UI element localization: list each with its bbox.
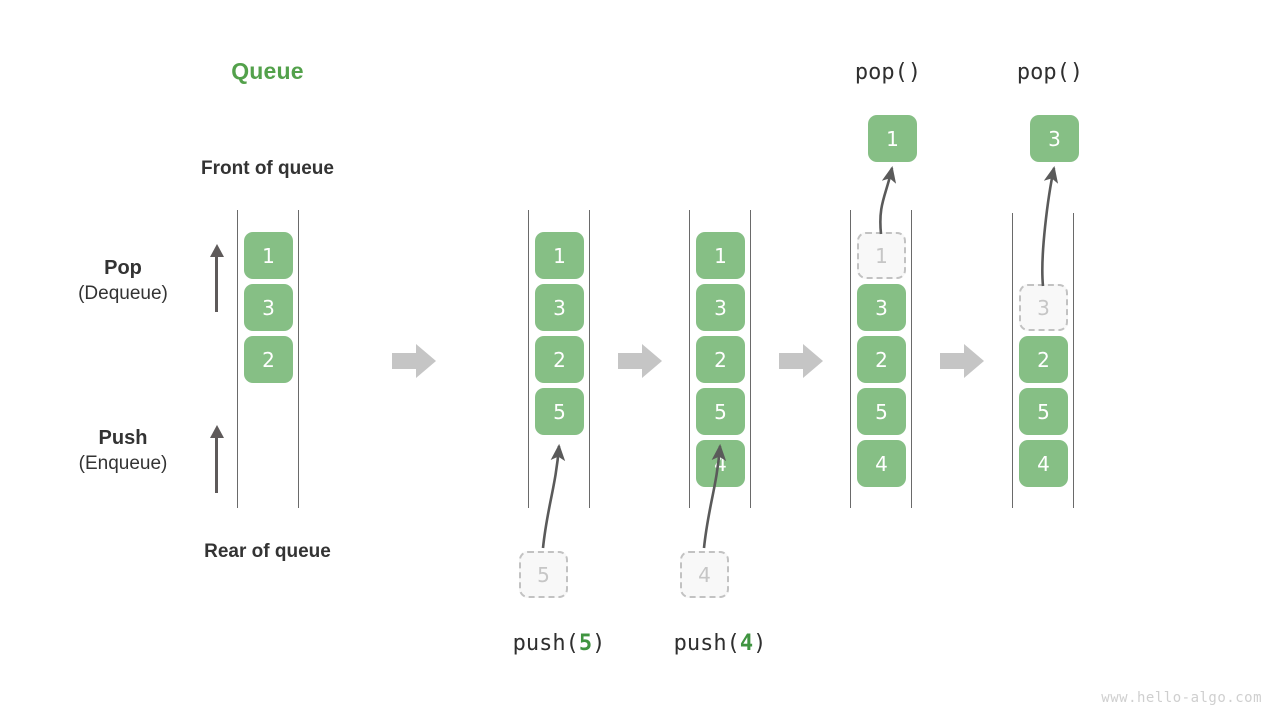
arrow-bar: [940, 353, 965, 369]
track-right-rail: [588, 210, 590, 508]
queue-cell: 5: [1019, 388, 1068, 435]
queue-track-pop-3: [1012, 213, 1074, 508]
push-label-primary: Push: [98, 427, 148, 449]
arrow-tip: [964, 344, 984, 378]
track-left-rail: [689, 210, 691, 508]
arrow-tip: [641, 344, 662, 378]
operation-caption-pop-3: pop(): [1016, 60, 1084, 85]
track-right-rail: [297, 210, 299, 508]
op-value: 4: [739, 631, 754, 656]
operation-caption-pop-1: pop(): [854, 60, 922, 85]
rear-of-queue-label: Rear of queue: [204, 541, 331, 562]
transition-arrow-icon: [617, 344, 662, 378]
op-prefix: push(: [673, 631, 740, 656]
arrow-shaft: [215, 254, 218, 312]
arrow-bar: [617, 353, 643, 369]
queue-cell: 3: [244, 284, 293, 331]
queue-cell: 5: [696, 388, 745, 435]
operation-label-push-4: push(4): [620, 631, 820, 656]
queue-cell: 2: [535, 336, 584, 383]
queue-track-push-5: [528, 210, 590, 508]
op-suffix: ): [753, 631, 767, 656]
watermark: www.hello-algo.com: [1101, 690, 1262, 706]
queue-cell: 5: [857, 388, 906, 435]
queue-track-push-4: [689, 210, 751, 508]
queue-cell: 4: [696, 440, 745, 487]
queue-cell: 2: [857, 336, 906, 383]
queue-track-initial: [237, 210, 299, 508]
arrow-tip: [415, 344, 436, 378]
arrow-tip: [802, 344, 823, 378]
queue-cell: 4: [857, 440, 906, 487]
queue-cell: 3: [1019, 284, 1068, 331]
operation-label-push-5: push(5): [459, 631, 659, 656]
queue-cell: 2: [1019, 336, 1068, 383]
popped-element: 1: [868, 115, 917, 162]
queue-cell: 1: [244, 232, 293, 279]
popped-element: 3: [1030, 115, 1079, 162]
pop-label-secondary: (Dequeue): [78, 283, 168, 305]
transition-arrow-icon: [391, 344, 436, 378]
queue-cell: 5: [535, 388, 584, 435]
push-operation-label: Push (Enqueue): [28, 425, 218, 476]
transition-arrow-icon: [940, 344, 984, 378]
queue-cell: 3: [535, 284, 584, 331]
pop-label-primary: Pop: [104, 257, 142, 279]
op-value: 5: [578, 631, 593, 656]
incoming-element-placeholder: 5: [519, 551, 568, 598]
queue-cell: 2: [244, 336, 293, 383]
arrow-shaft: [215, 435, 218, 493]
incoming-element-placeholder: 4: [680, 551, 729, 598]
transition-arrow-icon: [778, 344, 823, 378]
track-left-rail: [237, 210, 239, 508]
queue-cell: 3: [857, 284, 906, 331]
arrow-head: [210, 244, 224, 257]
op-prefix: push(: [512, 631, 579, 656]
page-title: Queue: [231, 58, 304, 84]
track-right-rail: [1072, 213, 1074, 508]
track-left-rail: [1012, 213, 1014, 508]
front-of-queue-label: Front of queue: [201, 158, 334, 179]
track-right-rail: [749, 210, 751, 508]
queue-cell: 1: [696, 232, 745, 279]
arrow-head: [210, 425, 224, 438]
push-label-secondary: (Enqueue): [78, 453, 168, 475]
arrow-bar: [778, 353, 804, 369]
track-left-rail: [850, 210, 852, 508]
pop-operation-label: Pop (Dequeue): [28, 255, 218, 306]
track-right-rail: [910, 210, 912, 508]
pop-direction-arrow-icon: [209, 244, 225, 312]
queue-cell: 1: [857, 232, 906, 279]
queue-cell: 1: [535, 232, 584, 279]
queue-track-pop-1: [850, 210, 912, 508]
queue-cell: 2: [696, 336, 745, 383]
queue-cell: 4: [1019, 440, 1068, 487]
push-direction-arrow-icon: [209, 425, 225, 493]
op-suffix: ): [592, 631, 606, 656]
arrow-bar: [391, 353, 417, 369]
queue-cell: 3: [696, 284, 745, 331]
track-left-rail: [528, 210, 530, 508]
